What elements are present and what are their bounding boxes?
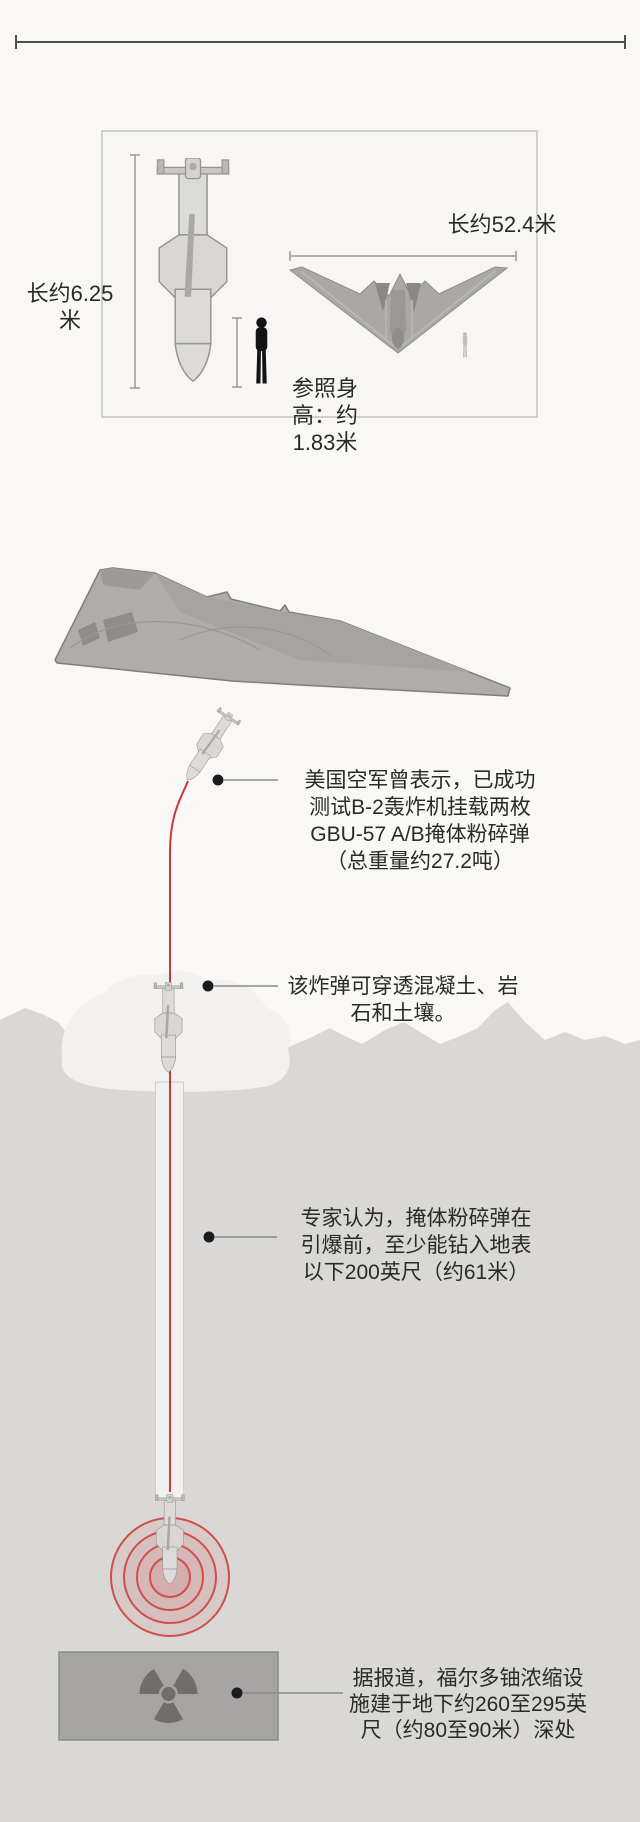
annotation-facility: 据报道，福尔多铀浓缩设 施建于地下约260至295英 尺（约80至90米）深处 [348,1667,588,1742]
annotation-drop-test: 美国空军曾表示，已成功 测试B-2轰炸机挂载两枚 GBU-57 A/B掩体粉碎弹… [304,769,536,873]
radiation-trefoil-icon [139,1668,198,1723]
bomb-length-label: 长约6.25 米 [26,281,114,333]
bomb-length-dimension [130,154,140,389]
human-height-dimension [232,317,242,388]
leader-dots [202,774,243,1699]
b2-wingspan-dimension [289,251,517,261]
annotation-depth: 专家认为，掩体粉碎弹在 引爆前，至少能钻入地表 以下200英尺（约61米） [300,1207,532,1284]
human-height-label: 参照身 高：约 1.83米 [291,376,358,455]
b2-top-view-icon [288,266,509,354]
leader-lines [214,779,343,1694]
trajectory-line [169,780,189,1492]
b2-perspective-icon [54,567,511,697]
falling-bomb-icon [176,706,242,788]
annotation-penetration: 该炸弹可穿透混凝土、岩 石和土壤。 [287,975,519,1025]
b2-wingspan-label: 长约52.4米 [447,212,557,237]
